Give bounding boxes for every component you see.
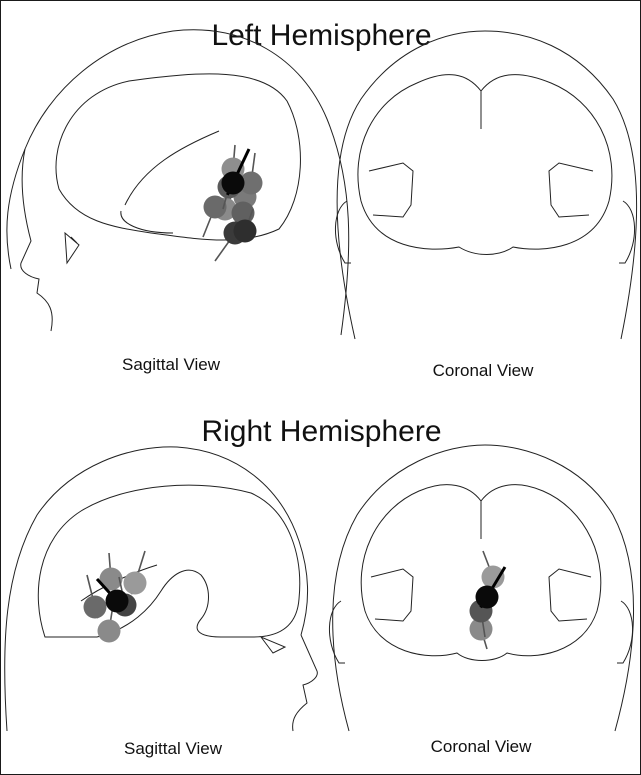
ear-outline — [261, 637, 285, 653]
sylvian-fissure — [125, 131, 219, 205]
left-temporal-lobe — [371, 569, 413, 621]
right-temporal-lobe — [549, 569, 591, 621]
right-sagittal-dipole-marker — [84, 596, 107, 619]
face-profile — [21, 149, 52, 331]
brain-outline — [56, 74, 300, 240]
left-sagittal-dipoles — [203, 145, 263, 261]
left-sagittal-dipole-marker — [222, 172, 245, 195]
right-coronal-caption: Coronal View — [381, 737, 581, 757]
left-coronal-view — [321, 1, 641, 341]
right-sagittal-dipole-marker — [124, 572, 147, 595]
right-coronal-view — [321, 431, 641, 731]
head-outline — [5, 447, 308, 731]
head-outline — [337, 31, 637, 339]
right-sagittal-dipoles — [84, 551, 147, 643]
ear-outline — [65, 233, 79, 263]
face-profile — [293, 635, 318, 731]
right-temporal-lobe — [549, 163, 593, 217]
right-ear — [619, 201, 635, 263]
left-sagittal-caption: Sagittal View — [71, 355, 271, 375]
right-sagittal-view — [1, 431, 321, 731]
brain-outline — [38, 485, 299, 637]
left-coronal-caption: Coronal View — [383, 361, 583, 381]
left-ear — [329, 601, 345, 663]
right-coronal-dipoles — [470, 551, 506, 649]
right-sagittal-dipole-marker — [106, 590, 129, 613]
left-sagittal-dipole-marker — [234, 220, 257, 243]
left-temporal-lobe — [369, 163, 413, 217]
left-sagittal-view — [1, 1, 321, 341]
right-sagittal-dipole-marker — [98, 620, 121, 643]
right-sagittal-caption: Sagittal View — [73, 739, 273, 759]
right-coronal-dipole-marker — [476, 586, 499, 609]
